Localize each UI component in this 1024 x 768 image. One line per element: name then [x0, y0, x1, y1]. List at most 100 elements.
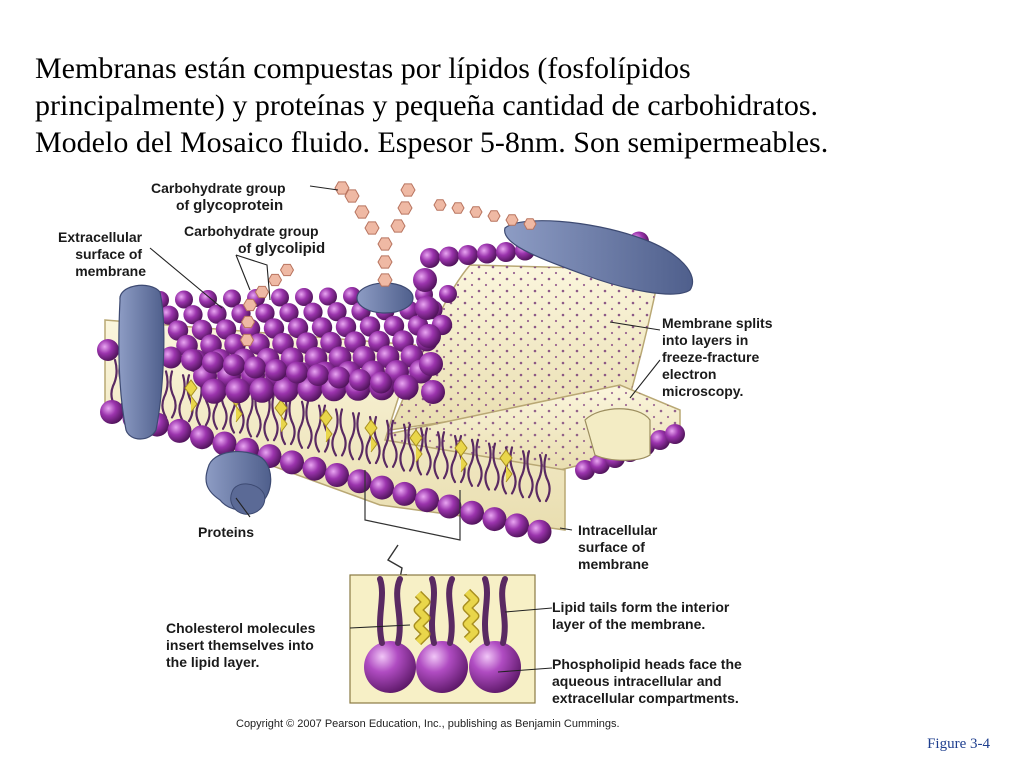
cholesterol-molecule [409, 429, 423, 463]
head [295, 288, 313, 306]
head [190, 425, 214, 450]
sugar-unit [505, 214, 519, 226]
sugar-unit [267, 273, 283, 287]
head [527, 519, 552, 544]
carbohydrate-chains [239, 181, 537, 347]
head [319, 287, 337, 306]
sugar-unit [239, 333, 255, 347]
head [650, 430, 670, 450]
head [255, 303, 275, 323]
sugar-unit [354, 205, 370, 219]
head [100, 400, 124, 424]
lipid-tail [492, 442, 500, 491]
head [458, 245, 478, 265]
head [225, 378, 251, 404]
head [590, 454, 610, 474]
lipid-tail [484, 442, 492, 491]
lipid-tail [424, 427, 432, 476]
label-lipid-tails: Lipid tails form the interior layer of t… [552, 599, 733, 632]
lipid-tail [339, 408, 347, 457]
label-glycolipid: Carbohydrate group of glycolipid [184, 223, 325, 257]
head [223, 289, 241, 308]
sugar-unit [433, 199, 447, 211]
lipid-tail [535, 453, 543, 503]
sugar-unit [377, 237, 393, 251]
head [183, 305, 203, 325]
lipid-tail [348, 412, 356, 461]
head [181, 349, 203, 371]
head [496, 242, 516, 262]
sugar-unit [523, 218, 537, 230]
inset-cholesterol-fill [415, 591, 429, 645]
label-glycoprotein: Carbohydrate group of glycoprotein [151, 180, 289, 214]
lipid-tail [441, 431, 449, 480]
sugar-unit [344, 189, 360, 203]
intracellular-protein-cut [584, 408, 651, 461]
head [343, 287, 361, 305]
sugar-unit [242, 298, 258, 312]
head [97, 339, 119, 361]
head [271, 288, 289, 307]
cholesterol-molecule [274, 399, 288, 433]
glycoprotein [356, 282, 414, 314]
head [273, 377, 299, 403]
figure-number: Figure 3-4 [927, 736, 990, 752]
head [286, 361, 308, 384]
inset-lipid-tail [394, 576, 403, 646]
head [349, 369, 371, 391]
label-membrane-splits: Membrane splits into layers in freeze-fr… [662, 315, 776, 399]
head [207, 304, 227, 324]
cholesterol-molecule [454, 439, 468, 473]
lipid-tail [407, 423, 415, 472]
sugar-unit [400, 183, 416, 197]
lipid-tail [288, 396, 296, 446]
head [167, 418, 192, 443]
sugar-unit [364, 221, 380, 235]
inset-lipid-tail [482, 576, 490, 646]
sugar-unit [377, 273, 393, 287]
head [325, 463, 349, 487]
head [347, 469, 372, 494]
lipid-tail [178, 374, 186, 423]
head [421, 380, 445, 404]
head [212, 431, 237, 456]
head [420, 248, 440, 268]
head [482, 507, 507, 532]
label-cholesterol: Cholesterol molecules insert themselves … [166, 620, 319, 670]
lipid-tail [467, 438, 475, 487]
inset-phospholipid-head [364, 641, 416, 693]
head [167, 320, 189, 341]
lipid-tail [169, 370, 177, 419]
head [202, 351, 224, 374]
head [302, 456, 327, 481]
sugar-unit [397, 201, 413, 215]
lipid-tail [314, 404, 322, 453]
inset-cholesterol-fill [464, 589, 478, 643]
head [307, 364, 329, 386]
cholesterol-molecule [319, 409, 333, 443]
head [280, 450, 304, 475]
sugar-unit [390, 219, 406, 233]
head [417, 324, 441, 348]
head [279, 303, 299, 323]
sugar-unit [377, 255, 393, 269]
lipid-tail [450, 434, 458, 484]
peripheral-protein [205, 451, 272, 515]
head [415, 488, 439, 513]
inset-lipid-tail [499, 576, 508, 646]
head [415, 296, 439, 320]
leader-lines [149, 185, 661, 673]
head [249, 377, 275, 403]
head [215, 319, 237, 340]
inset-phospholipids [364, 576, 521, 693]
head [303, 302, 323, 322]
lipid-tail [475, 438, 483, 487]
head [413, 268, 437, 292]
title-line: Modelo del Mosaico fluido. Espesor 5-8nm… [35, 126, 829, 159]
sugar-unit [279, 263, 295, 277]
lipid-tail [161, 370, 169, 419]
protein-channel [118, 284, 165, 440]
lipid-tail [356, 412, 364, 461]
inset-phospholipid-head [469, 641, 521, 693]
head [575, 460, 595, 480]
